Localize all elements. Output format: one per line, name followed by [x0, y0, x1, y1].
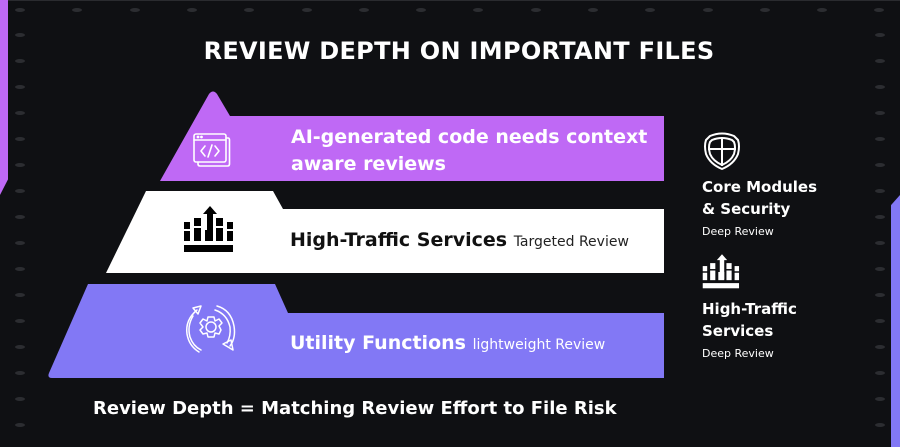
grid-dot [359, 8, 369, 12]
legend-1-subtitle: Deep Review [702, 225, 774, 238]
grid-dot [875, 137, 885, 141]
tier-3-heading: Utility Functions [290, 332, 466, 354]
grid-dot [875, 241, 885, 245]
grid-dot [15, 345, 25, 349]
tier-2-heading: High-Traffic Services [290, 229, 508, 251]
tier-1-label: AI-generated code needs context aware re… [291, 124, 661, 178]
grid-dot [244, 8, 254, 12]
grid-dot [875, 423, 885, 427]
legend-1-title-line1: Core Modules [702, 178, 817, 196]
tier-1-shape [160, 91, 664, 181]
grid-dot [875, 319, 885, 323]
legend-2-title-line2: Services [702, 322, 774, 340]
bar-chart-up-arrow-icon [702, 254, 742, 290]
tier-1-heading: AI-generated code needs context aware re… [291, 126, 648, 175]
tier-2-shape [106, 191, 664, 273]
grid-dot [15, 371, 25, 375]
grid-dot [72, 8, 82, 12]
legend-1-title: Core Modules & Security [702, 176, 817, 220]
page-title: REVIEW DEPTH ON IMPORTANT FILES [203, 37, 715, 65]
grid-dot [874, 8, 884, 12]
bar-chart-up-arrow-icon [183, 206, 237, 264]
tier-3-shape [48, 284, 664, 378]
grid-dot [875, 59, 885, 63]
top-border [0, 0, 900, 1]
grid-dot [15, 85, 25, 89]
grid-dot [645, 8, 655, 12]
tier-2-subtitle: Targeted Review [513, 234, 629, 250]
grid-dot [875, 111, 885, 115]
grid-dot [187, 8, 197, 12]
grid-dot [15, 59, 25, 63]
tier-3-label: Utility Functions lightweight Review [290, 332, 605, 354]
grid-dot [760, 8, 770, 12]
legend-2-title-line1: High-Traffic [702, 300, 797, 318]
grid-dot [875, 267, 885, 271]
legend-item-high-traffic: High-Traffic Services Deep Review [702, 254, 797, 360]
grid-dot [15, 215, 25, 219]
grid-dot [15, 33, 25, 37]
legend-1-title-line2: & Security [702, 200, 791, 218]
grid-dot [416, 8, 426, 12]
tier-2-label: High-Traffic Services Targeted Review [290, 229, 629, 251]
legend-2-subtitle: Deep Review [702, 347, 774, 360]
shield-icon [702, 132, 742, 170]
grid-dot [15, 397, 25, 401]
grid-dot [15, 241, 25, 245]
grid-dot [15, 293, 25, 297]
grid-dot [588, 8, 598, 12]
grid-dot [817, 8, 827, 12]
grid-dot [703, 8, 713, 12]
grid-dot [875, 189, 885, 193]
grid-dot [15, 319, 25, 323]
grid-dot [15, 111, 25, 115]
grid-dot [302, 8, 312, 12]
grid-dot [875, 33, 885, 37]
grid-dot [875, 163, 885, 167]
grid-dot [15, 189, 25, 193]
footer-caption: Review Depth = Matching Review Effort to… [93, 398, 617, 419]
grid-dot [15, 137, 25, 141]
grid-dot [531, 8, 541, 12]
legend-2-title: High-Traffic Services [702, 298, 797, 342]
grid-dot [473, 8, 483, 12]
right-accent-bar [891, 195, 900, 447]
grid-dot [875, 397, 885, 401]
grid-dot [875, 85, 885, 89]
grid-dot [875, 345, 885, 349]
grid-dot [15, 163, 25, 167]
grid-dot [130, 8, 140, 12]
grid-dot [875, 215, 885, 219]
left-accent-bar [0, 0, 8, 195]
grid-dot [875, 371, 885, 375]
grid-dot [875, 293, 885, 297]
grid-dot [15, 267, 25, 271]
code-window-icon [192, 132, 232, 172]
grid-dot [15, 423, 25, 427]
tier-3-subtitle: lightweight Review [472, 337, 606, 353]
gear-cycle-icon [183, 300, 239, 362]
grid-dot [15, 8, 25, 12]
legend-item-core-modules: Core Modules & Security Deep Review [702, 132, 817, 238]
